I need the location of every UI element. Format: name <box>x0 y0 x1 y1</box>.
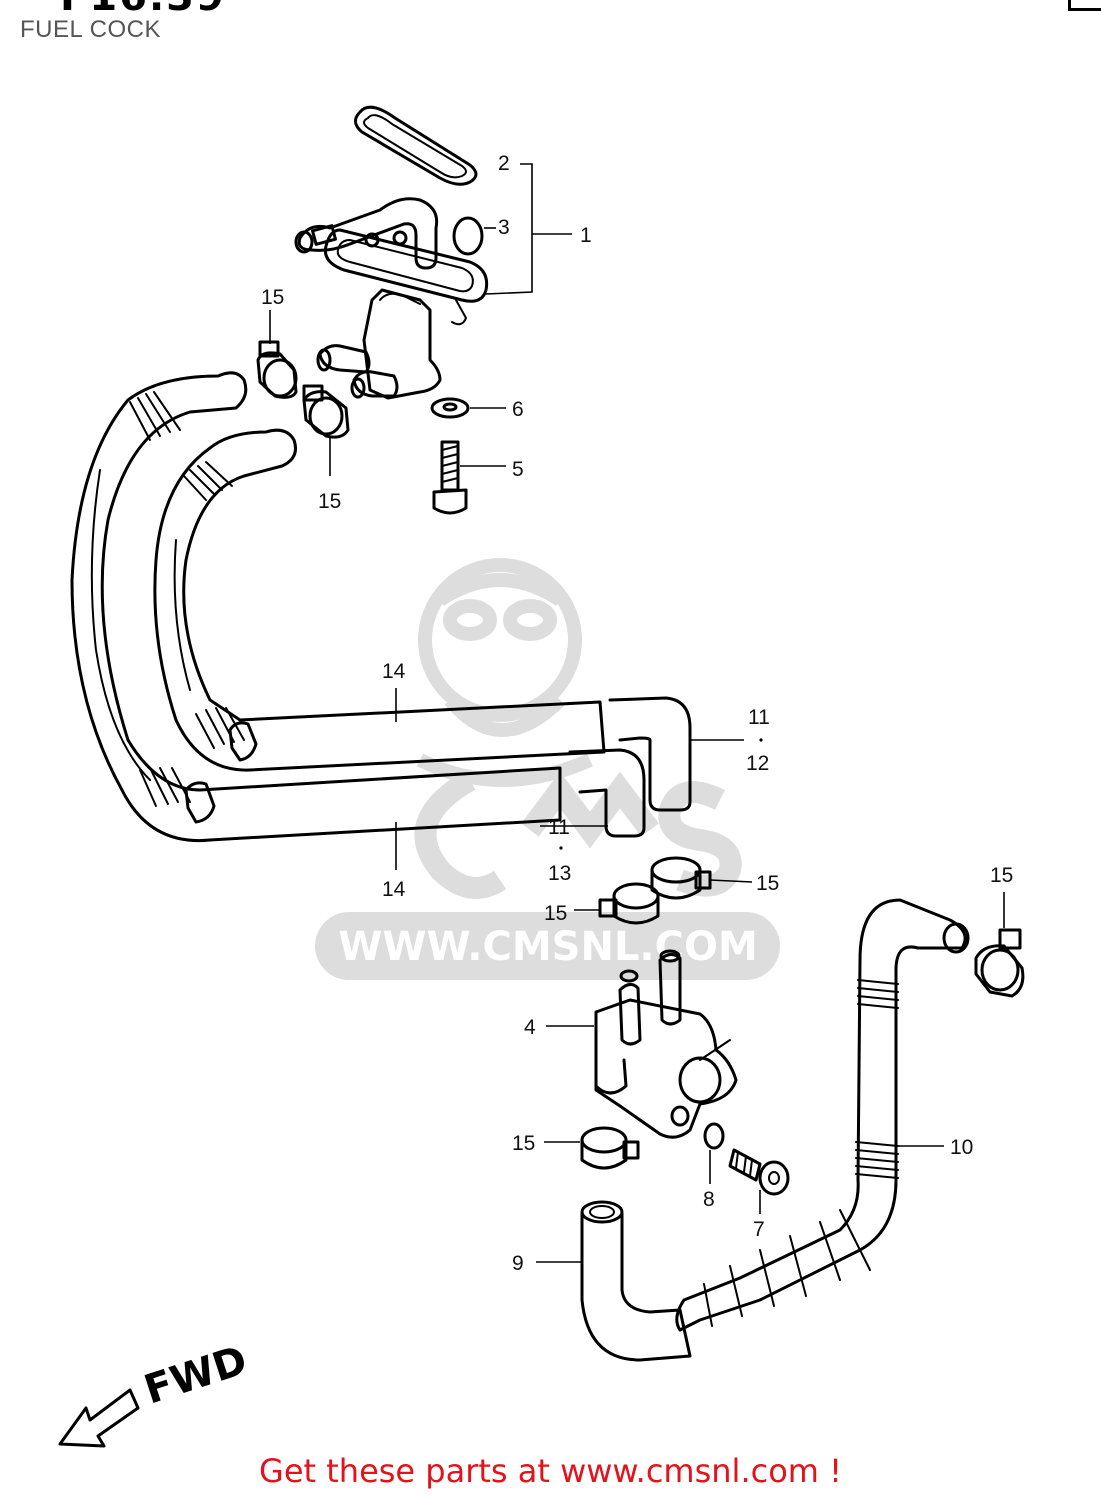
corner-mark <box>1068 0 1101 11</box>
fuel-hose-part-9 <box>580 1200 692 1362</box>
bolt-part-5 <box>432 440 468 515</box>
hose-clamp-upper-left <box>256 340 298 399</box>
line-art <box>58 105 1025 1448</box>
callout-label: 11 <box>748 706 770 729</box>
washer-part-8 <box>703 1122 725 1150</box>
callout-label: 1 <box>580 224 592 247</box>
leader-lines <box>269 163 1005 1263</box>
callout-label: 15 <box>756 872 779 895</box>
washer-part-6 <box>430 397 470 419</box>
callout-label: 8 <box>703 1188 715 1211</box>
watermark-url-bar <box>315 912 780 980</box>
forward-arrow <box>58 1388 140 1448</box>
gasket-part-2 <box>354 105 478 186</box>
hose-corrugation <box>129 391 245 807</box>
callout-label: 3 <box>498 216 510 239</box>
callout-label: 9 <box>512 1252 524 1275</box>
callout-label: 15 <box>990 864 1013 887</box>
o-ring-part-3 <box>452 216 484 256</box>
section-title: FUEL COCK <box>20 16 161 43</box>
callout-label: 7 <box>753 1218 765 1241</box>
watermark-mascot <box>416 558 593 787</box>
fuel-hose-part-14-upper <box>153 428 606 772</box>
callout-label: 14 <box>382 660 406 683</box>
callout-label: 14 <box>382 878 406 901</box>
fuel-hose-part-11-12 <box>568 696 692 838</box>
watermark-url: WWW.CMSNL.COM <box>338 924 758 970</box>
hose-clamp-lower-left <box>580 1126 640 1170</box>
callout-label: 2 <box>498 152 510 175</box>
hose-clamp-middle-lower <box>598 882 660 925</box>
callout-separators <box>559 738 763 850</box>
hose-clamp-middle-upper <box>650 856 712 900</box>
fuel-hose-part-10 <box>675 898 970 1332</box>
callout-labels: 1 2 3 4 5 6 7 8 9 10 11 12 11 13 14 14 1… <box>261 152 1013 1275</box>
callout-label: 10 <box>950 1136 973 1159</box>
fuel-cock-part-1 <box>294 197 489 400</box>
callout-label: 11 <box>548 816 570 839</box>
cmsnl-watermark: WWW.CMSNL.COM <box>315 558 780 980</box>
callout-label: 13 <box>548 862 571 885</box>
forward-label: FWD <box>139 1337 253 1413</box>
callout-label: 15 <box>318 490 341 513</box>
callout-label: 15 <box>261 286 284 309</box>
fuel-cock-part-4 <box>594 949 738 1139</box>
hose-clamp-upper-right <box>302 384 350 439</box>
watermark-cms-logo <box>414 770 742 899</box>
callout-label: 5 <box>512 458 524 481</box>
callout-label: 12 <box>746 752 769 775</box>
callout-label: 4 <box>524 1016 536 1039</box>
hose-clamp-mid-left <box>184 721 258 824</box>
figure-number: F16.39 <box>60 0 226 20</box>
screw-part-7 <box>728 1148 790 1196</box>
callout-label: 6 <box>512 398 524 421</box>
promo-footer: Get these parts at www.cmsnl.com ! <box>259 1452 842 1490</box>
hose-clamp-right <box>974 928 1025 998</box>
callout-label: 15 <box>512 1132 535 1155</box>
callout-label: 15 <box>544 902 567 925</box>
